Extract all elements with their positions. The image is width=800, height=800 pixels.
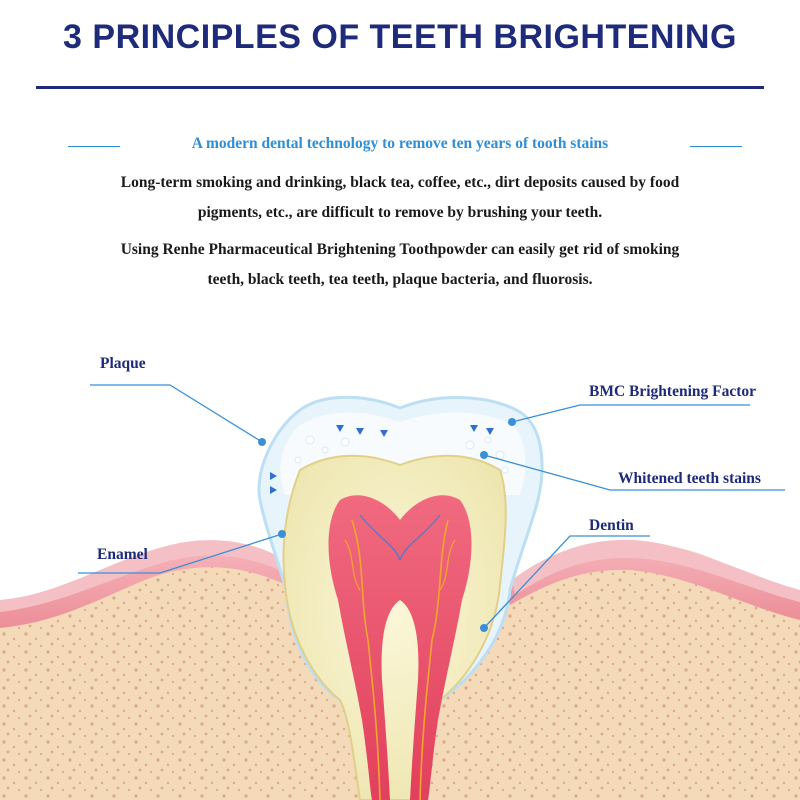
leader-bmc xyxy=(511,404,750,423)
label-dentin: Dentin xyxy=(589,517,634,534)
gum-top-right xyxy=(512,539,800,602)
label-enamel: Enamel xyxy=(97,546,148,563)
page-title: 3 PRINCIPLES OF TEETH BRIGHTENING xyxy=(63,18,737,56)
subtitle: A modern dental technology to remove ten… xyxy=(191,135,609,152)
pulp-chamber xyxy=(328,495,472,800)
label-bmc-brightening-factor: BMC Brightening Factor xyxy=(589,383,757,400)
subtitle-rule-right xyxy=(690,146,742,147)
title-divider xyxy=(36,86,764,89)
leader-enamel xyxy=(78,533,283,574)
paragraph-1-line-2: pigments, etc., are difficult to remove … xyxy=(197,204,603,221)
leader-plaque xyxy=(90,384,263,443)
label-whitened-teeth-stains: Whitened teeth stains xyxy=(618,470,761,487)
paragraph-2-line-1: Using Renhe Pharmaceutical Brightening T… xyxy=(120,241,680,258)
gum-top-left xyxy=(0,540,290,612)
label-plaque: Plaque xyxy=(100,355,146,372)
subtitle-rule-left xyxy=(68,146,120,147)
gum-tissue xyxy=(0,547,296,628)
paragraph-2: Using Renhe Pharmaceutical Brightening T… xyxy=(60,235,740,295)
paragraph-1-line-1: Long-term smoking and drinking, black te… xyxy=(120,174,680,191)
leader-dentin xyxy=(483,535,650,629)
paragraph-2-line-2: teeth, black teeth, tea teeth, plaque ba… xyxy=(207,271,593,288)
leader-whitened xyxy=(483,454,785,491)
paragraph-1: Long-term smoking and drinking, black te… xyxy=(60,168,740,228)
